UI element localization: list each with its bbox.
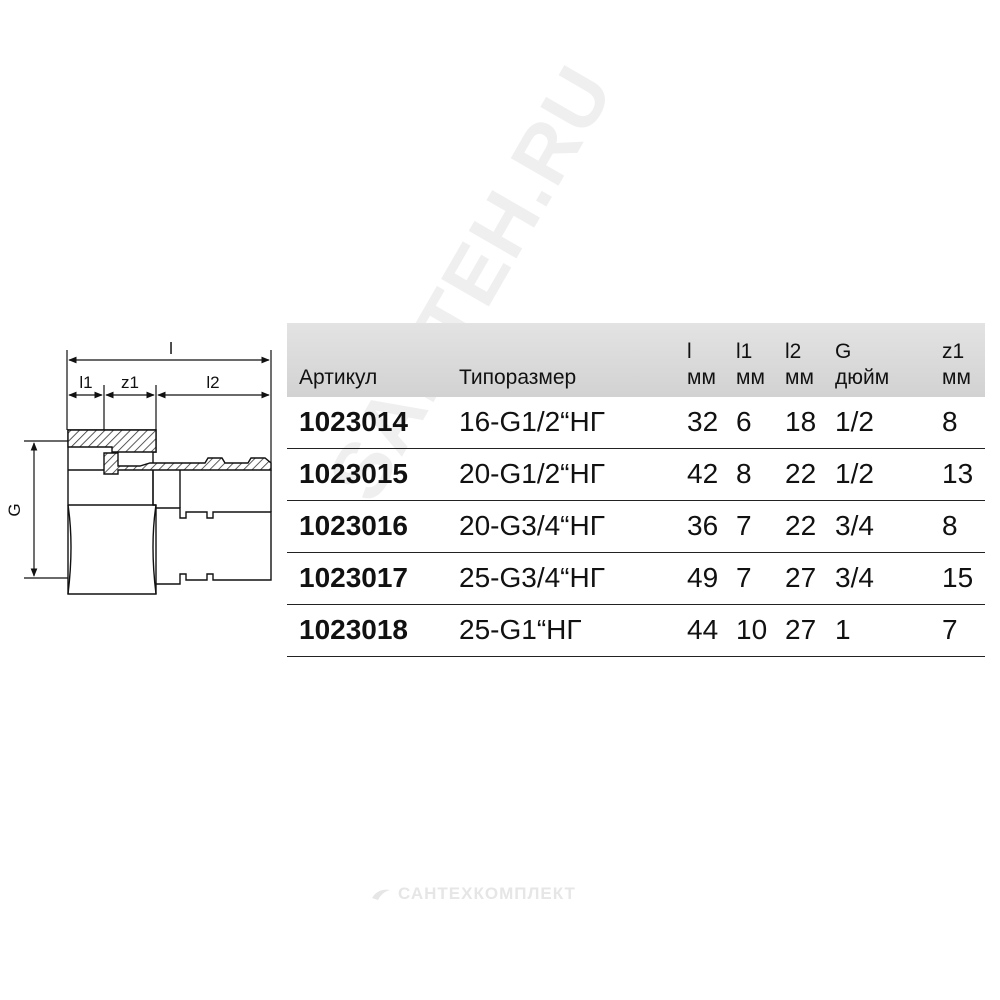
l1-cell: 7 bbox=[736, 510, 752, 541]
table-row: 1023015 20-G1/2“НГ 42 8 22 1/2 13 bbox=[287, 449, 985, 501]
z1-cell: 15 bbox=[942, 562, 974, 593]
article-cell: 1023014 bbox=[299, 406, 409, 437]
g-cell: 3/4 bbox=[835, 510, 874, 541]
l-cell: 44 bbox=[687, 614, 719, 645]
dim-l-label: l bbox=[169, 339, 173, 358]
header-l1: l1 мм bbox=[736, 339, 765, 391]
z1-cell: 8 bbox=[942, 510, 958, 541]
header-l2-unit: мм bbox=[785, 366, 814, 389]
dimension-g: G bbox=[5, 440, 68, 579]
header-l: l мм bbox=[687, 339, 716, 391]
dim-l1-label: l1 bbox=[79, 373, 92, 392]
table-row: 1023017 25-G3/4“НГ 49 7 27 3/4 15 bbox=[287, 553, 985, 605]
g-cell: 1 bbox=[835, 614, 851, 645]
brand-logo-icon bbox=[372, 889, 390, 900]
header-l2-name: l2 bbox=[785, 340, 802, 363]
l-cell: 36 bbox=[687, 510, 719, 541]
header-z1-unit: мм bbox=[942, 366, 971, 389]
fitting-body bbox=[67, 429, 272, 595]
size-cell: 25-G3/4“НГ bbox=[459, 562, 605, 593]
article-cell: 1023015 bbox=[299, 458, 409, 489]
specs-table: Артикул Типоразмер l мм l1 мм l2 мм G дю… bbox=[287, 323, 985, 657]
dimension-l: l bbox=[66, 339, 272, 470]
header-z1-name: z1 bbox=[942, 340, 965, 363]
l-cell: 42 bbox=[687, 458, 719, 489]
header-l1-unit: мм bbox=[736, 366, 765, 389]
header-l-unit: мм bbox=[687, 366, 716, 389]
brand-watermark: САНТЕХКОМПЛЕКТ bbox=[370, 884, 576, 904]
article-cell: 1023018 bbox=[299, 614, 409, 645]
dim-z1-label: z1 bbox=[121, 373, 139, 392]
l-cell: 32 bbox=[687, 406, 719, 437]
header-g: G дюйм bbox=[835, 339, 889, 391]
header-l2: l2 мм bbox=[785, 339, 814, 391]
brand-name: САНТЕХКОМПЛЕКТ bbox=[398, 884, 576, 903]
z1-cell: 8 bbox=[942, 406, 958, 437]
header-article: Артикул bbox=[299, 366, 378, 389]
l-cell: 49 bbox=[687, 562, 719, 593]
l1-cell: 8 bbox=[736, 458, 752, 489]
dim-g-label: G bbox=[5, 503, 24, 516]
header-l-name: l bbox=[687, 340, 692, 363]
article-cell: 1023017 bbox=[299, 562, 409, 593]
header-z1: z1 мм bbox=[942, 339, 971, 391]
l1-cell: 6 bbox=[736, 406, 752, 437]
l2-cell: 18 bbox=[785, 406, 817, 437]
header-g-name: G bbox=[835, 340, 852, 363]
l2-cell: 27 bbox=[785, 614, 817, 645]
table-row: 1023014 16-G1/2“НГ 32 6 18 1/2 8 bbox=[287, 397, 985, 449]
l2-cell: 27 bbox=[785, 562, 817, 593]
l2-cell: 22 bbox=[785, 458, 817, 489]
table-row: 1023018 25-G1“НГ 44 10 27 1 7 bbox=[287, 605, 985, 657]
l1-cell: 10 bbox=[736, 614, 768, 645]
header-l1-name: l1 bbox=[736, 340, 753, 363]
header-size: Типоразмер bbox=[459, 366, 577, 389]
g-cell: 1/2 bbox=[835, 458, 874, 489]
table-header: Артикул Типоразмер l мм l1 мм l2 мм G дю… bbox=[287, 323, 985, 397]
table-row: 1023016 20-G3/4“НГ 36 7 22 3/4 8 bbox=[287, 501, 985, 553]
l1-cell: 7 bbox=[736, 562, 752, 593]
header-g-unit: дюйм bbox=[835, 366, 890, 389]
size-cell: 16-G1/2“НГ bbox=[459, 406, 605, 437]
z1-cell: 13 bbox=[942, 458, 974, 489]
g-cell: 3/4 bbox=[835, 562, 874, 593]
size-cell: 20-G3/4“НГ bbox=[459, 510, 605, 541]
dim-l2-label: l2 bbox=[206, 373, 219, 392]
size-cell: 20-G1/2“НГ bbox=[459, 458, 605, 489]
article-cell: 1023016 bbox=[299, 510, 409, 541]
g-cell: 1/2 bbox=[835, 406, 874, 437]
dimension-l1-z1-l2: l1 z1 l2 bbox=[68, 373, 270, 460]
size-cell: 25-G1“НГ bbox=[459, 614, 582, 645]
z1-cell: 7 bbox=[942, 614, 958, 645]
l2-cell: 22 bbox=[785, 510, 817, 541]
